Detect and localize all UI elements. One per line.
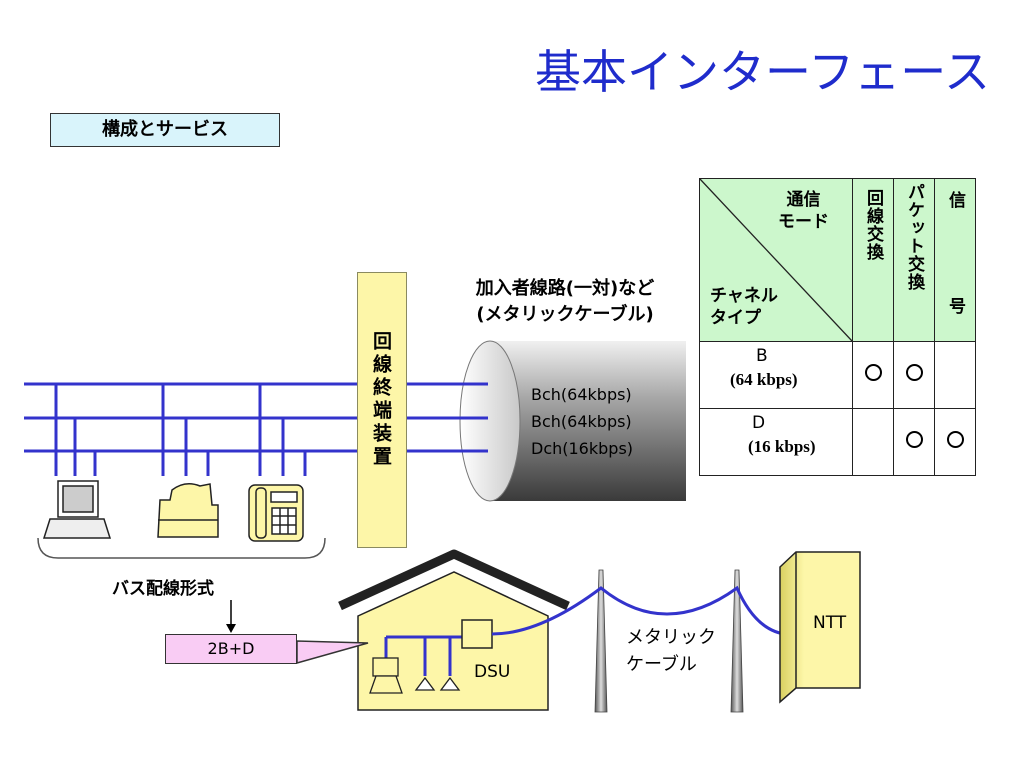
telephone-icon <box>248 484 304 542</box>
header-channel-line1: チャネル <box>710 286 778 306</box>
table-row-header: D (16 kbps) <box>699 408 853 476</box>
house-icon <box>296 549 570 711</box>
cable-label-line1: 加入者線路(一対)など <box>475 278 655 299</box>
dsu-label: DSU <box>474 662 511 682</box>
bus-brace <box>37 537 326 559</box>
cable-cylinder <box>459 340 686 502</box>
ntt-building <box>779 551 861 704</box>
bus-lines <box>24 382 488 476</box>
column-header: 回線交換 <box>852 178 894 342</box>
termination-unit-label: 回線終端装置 <box>370 331 392 469</box>
arrow-down-icon <box>226 600 236 633</box>
table-cell <box>852 408 894 476</box>
header-mode-line1: 通信 <box>786 190 821 210</box>
column-header-label: 信 <box>945 191 965 209</box>
circle-mark-icon <box>946 431 964 448</box>
metallic-cable-label: メタリック ケーブル <box>626 624 716 678</box>
diagonal-line <box>700 179 852 341</box>
table-cell <box>934 408 976 476</box>
metallic-cable-line <box>491 585 801 637</box>
header-mode-line2: モード <box>778 212 829 232</box>
interface-callout: 2B+D <box>165 634 297 664</box>
circle-mark-icon <box>905 431 923 448</box>
channel-label: Bch(64kbps) <box>531 385 632 404</box>
cable-label-line2: (メタリックケーブル) <box>476 304 654 325</box>
bus-wiring-label: バス配線形式 <box>112 579 214 599</box>
table-cell <box>893 341 935 409</box>
column-header: パケット交換 <box>893 178 935 342</box>
ntt-label: NTT <box>813 613 847 633</box>
page-title: 基本インターフェース <box>535 45 990 99</box>
circle-mark-icon <box>905 364 923 381</box>
header-channel-line2: タイプ <box>710 308 761 328</box>
row-rate: (16 kbps) <box>748 437 816 456</box>
section-label: 構成とサービス <box>50 113 280 147</box>
table-cell <box>934 341 976 409</box>
column-header-label: 回線交換 <box>863 189 883 261</box>
table-header-diagonal: 通信 モード チャネル タイプ <box>699 178 853 342</box>
column-header-label: パケット交換 <box>904 183 924 291</box>
table-cell <box>852 341 894 409</box>
metallic-cable-line1: メタリック <box>626 627 716 648</box>
metallic-cable-line2: ケーブル <box>626 654 697 675</box>
row-name: D <box>752 413 766 433</box>
table-cell <box>893 408 935 476</box>
fax-icon <box>157 483 219 538</box>
channel-label: Dch(16kbps) <box>531 439 634 458</box>
utility-pole <box>594 569 744 713</box>
line-termination-unit: 回線終端装置 <box>357 272 407 548</box>
channel-label: Bch(64kbps) <box>531 412 632 431</box>
column-header-label: 号 <box>945 297 965 315</box>
circle-mark-icon <box>864 364 882 381</box>
row-rate: (64 kbps) <box>730 370 798 389</box>
column-header: 信 号 <box>934 178 976 342</box>
table-row-header: B (64 kbps) <box>699 341 853 409</box>
cable-label: 加入者線路(一対)など (メタリックケーブル) <box>430 276 700 328</box>
row-name: B <box>756 346 768 366</box>
computer-icon <box>42 480 112 539</box>
channel-mode-table: 通信 モード チャネル タイプ 回線交換 パケット交換 信 号 B (64 kb… <box>699 178 976 476</box>
